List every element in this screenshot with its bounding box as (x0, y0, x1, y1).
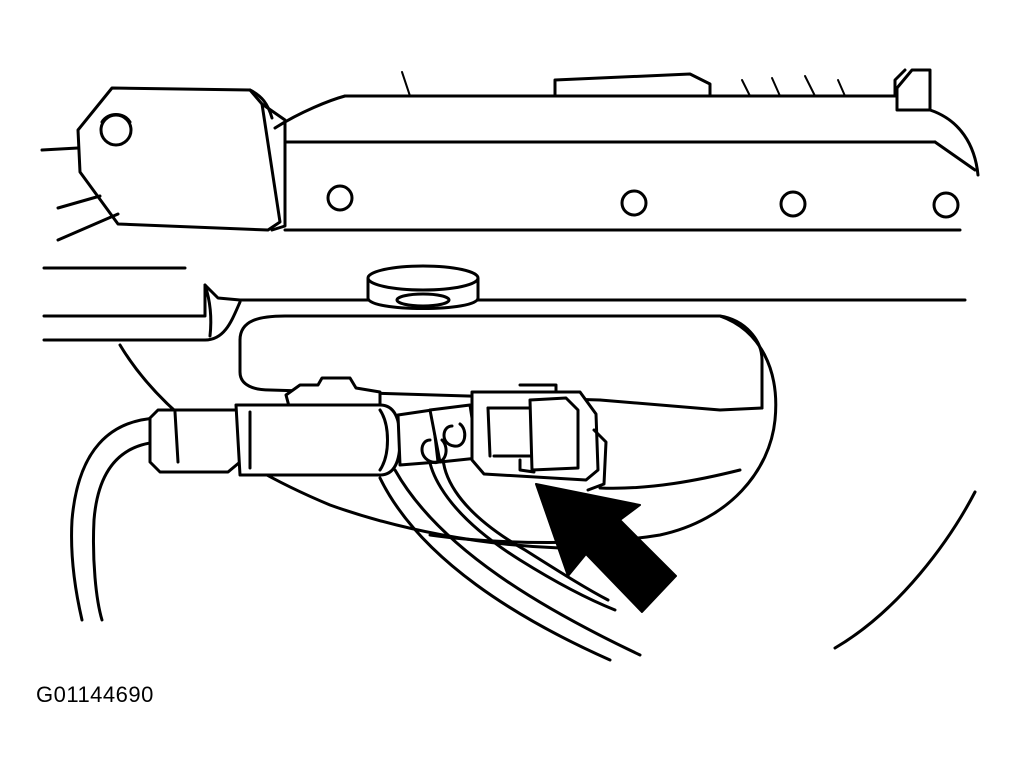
callout-arrow (536, 484, 676, 612)
figure-id-label: G01144690 (36, 682, 154, 707)
upper-frame-rail (285, 70, 978, 230)
left-connector (150, 405, 438, 475)
frame-hole (328, 186, 352, 210)
frame-hole (934, 193, 958, 217)
lower-housing (120, 316, 975, 648)
mounting-bracket (42, 88, 345, 240)
target-connector (422, 385, 606, 490)
grommet (368, 266, 478, 309)
frame-hole (622, 191, 646, 215)
cross-member (44, 268, 965, 340)
frame-hole (781, 192, 805, 216)
